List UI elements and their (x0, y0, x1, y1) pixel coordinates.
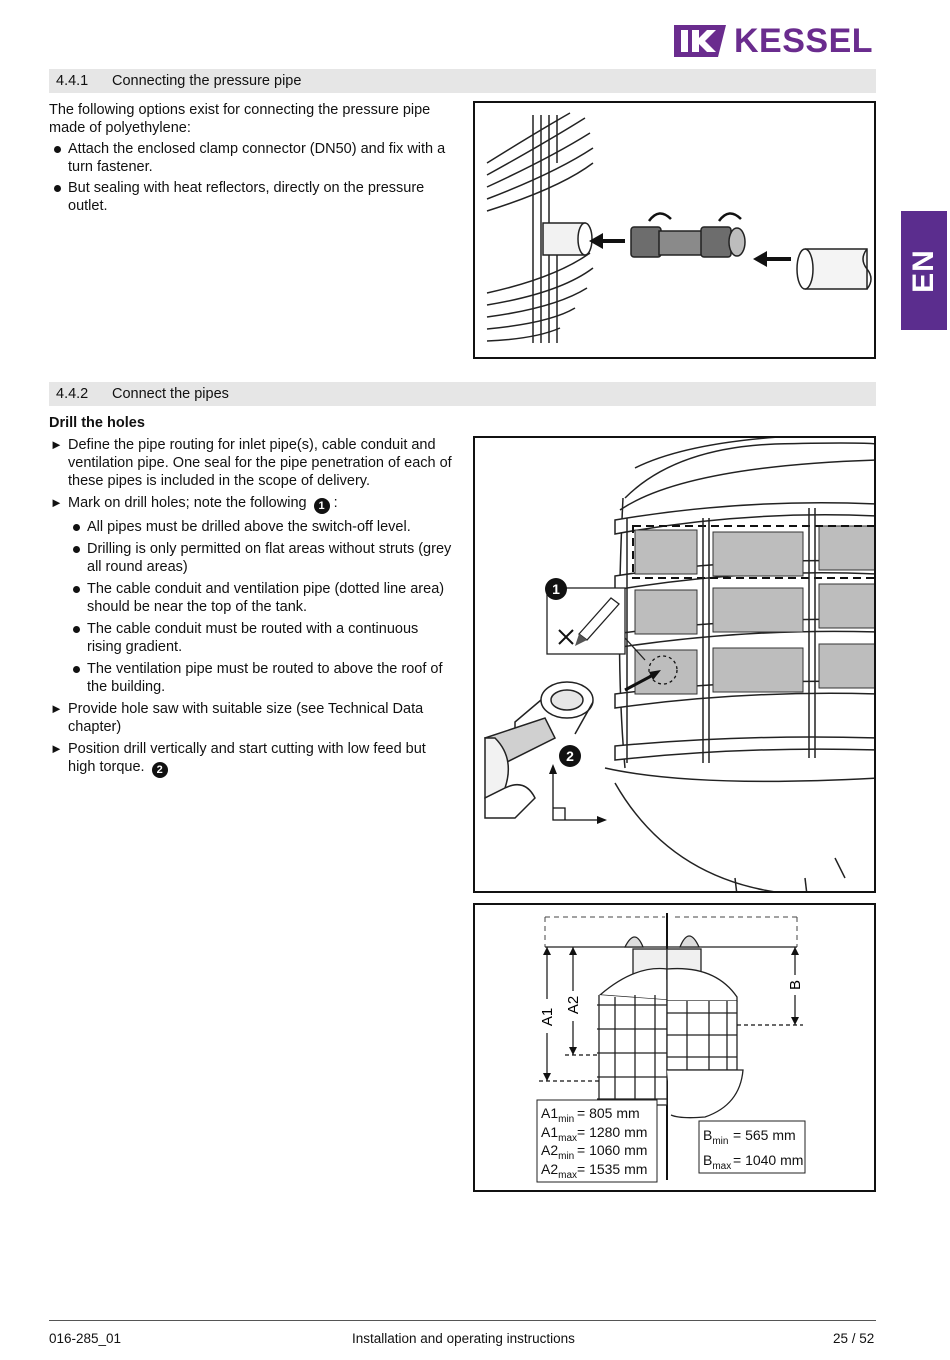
table-b-row-1: Bmin = 565 mm (703, 1127, 796, 1147)
table-a-row-2: A1max= 1280 mm (541, 1124, 647, 1144)
section-title: Connect the pipes (112, 386, 229, 402)
section1-bullet: Attach the enclosed clamp connector (DN5… (49, 140, 454, 176)
callout-badge: 2 (151, 762, 168, 778)
instruction-text: Mark on drill holes; note the following (68, 495, 307, 511)
instruction-step: ► Mark on drill holes; note the followin… (49, 494, 454, 514)
table-b-row-2: Bmax= 1040 mm (703, 1152, 803, 1172)
language-tab: EN (901, 211, 947, 330)
note-bullet: The cable conduit must be routed with a … (49, 620, 454, 656)
dim-name: A2 (541, 1161, 558, 1177)
arrow-right-icon: ► (50, 741, 63, 756)
callout-label-1: 1 (552, 581, 560, 597)
table-a-row-4: A2max= 1535 mm (541, 1161, 647, 1181)
section1-intro: The following options exist for connecti… (49, 102, 431, 136)
arrow-right-icon: ► (50, 437, 63, 452)
dim-name: A1 (541, 1105, 558, 1121)
section-header-4-4-1: 4.4.1 Connecting the pressure pipe (49, 69, 876, 93)
dim-name: B (703, 1152, 712, 1168)
dim-sub: max (712, 1161, 731, 1172)
section1-bullet: But sealing with heat reflectors, direct… (49, 179, 454, 215)
section-title: Connecting the pressure pipe (112, 73, 302, 89)
tank-dimensions-illustration: A1 A2 B A1min= 805 mm A1max= 1280 mm A2m… (536, 913, 806, 1183)
instruction-step: ► Provide hole saw with suitable size (s… (49, 700, 454, 736)
dim-value: = 1060 mm (577, 1142, 647, 1158)
callout-label-2: 2 (566, 748, 574, 764)
figure-pressure-pipe-connection (473, 101, 876, 359)
dim-value: = 805 mm (577, 1105, 640, 1121)
kessel-logo: KESSEL (672, 22, 876, 60)
table-a-row-1: A1min= 805 mm (541, 1105, 640, 1125)
dim-sub: min (558, 1114, 574, 1125)
dim-sub: min (712, 1136, 728, 1147)
footer-divider (49, 1320, 876, 1321)
figure-drill-holes: 1 2 (473, 436, 876, 893)
instruction-step: ► Position drill vertically and start cu… (49, 740, 454, 778)
subheading-drill-holes: Drill the holes (49, 415, 145, 431)
instruction-suffix: : (333, 495, 338, 511)
dim-value: = 1280 mm (577, 1124, 647, 1140)
dimension-label-a2: A2 (565, 996, 582, 1014)
table-a-row-3: A2min= 1060 mm (541, 1142, 647, 1162)
instruction-text: Provide hole saw with suitable size (see… (68, 701, 424, 735)
callout-marker-2 (559, 745, 581, 767)
instruction-text: Define the pipe routing for inlet pipe(s… (68, 437, 452, 489)
kessel-logo-mark (674, 25, 726, 57)
figure-tank-dimensions: A1 A2 B A1min= 805 mm A1max= 1280 mm A2m… (473, 903, 876, 1192)
dim-value: = 1040 mm (733, 1152, 803, 1168)
instruction-text: Position drill vertically and start cutt… (68, 741, 426, 775)
footer-doc-number: 016-285_01 (49, 1331, 122, 1346)
note-bullet: All pipes must be drilled above the swit… (49, 518, 454, 536)
dim-value: = 565 mm (733, 1127, 796, 1143)
section2-text: Drill the holes ► Define the pipe routin… (49, 414, 454, 780)
section1-text: The following options exist for connecti… (49, 101, 454, 218)
pressure-pipe-illustration (486, 112, 872, 343)
arrow-right-icon: ► (50, 701, 63, 716)
dim-value: = 1535 mm (577, 1161, 647, 1177)
footer-doc-title: Installation and operating instructions (352, 1331, 575, 1346)
callout-badge: 1 (313, 498, 330, 514)
tank-drilling-illustration: 1 2 (484, 438, 874, 891)
dim-sub: min (558, 1151, 574, 1162)
dim-name: A1 (541, 1124, 558, 1140)
note-bullet: Drilling is only permitted on flat areas… (49, 540, 454, 576)
brand-name: KESSEL (734, 22, 874, 60)
dim-name: B (703, 1127, 712, 1143)
note-bullet: The ventilation pipe must be routed to a… (49, 660, 454, 696)
dim-name: A2 (541, 1142, 558, 1158)
arrow-right-icon: ► (50, 495, 63, 510)
language-label: EN (907, 248, 940, 293)
dim-sub: max (558, 1133, 577, 1144)
dimension-label-b: B (787, 980, 804, 990)
dimension-label-a1: A1 (539, 1008, 556, 1026)
instruction-step: ► Define the pipe routing for inlet pipe… (49, 436, 454, 490)
footer-page-number: 25 / 52 (833, 1331, 875, 1346)
section-number: 4.4.2 (56, 386, 89, 402)
section-number: 4.4.1 (56, 73, 89, 89)
dim-sub: max (558, 1170, 577, 1181)
note-bullet: The cable conduit and ventilation pipe (… (49, 580, 454, 616)
section-header-4-4-2: 4.4.2 Connect the pipes (49, 382, 876, 406)
callout-marker-1 (545, 578, 567, 600)
